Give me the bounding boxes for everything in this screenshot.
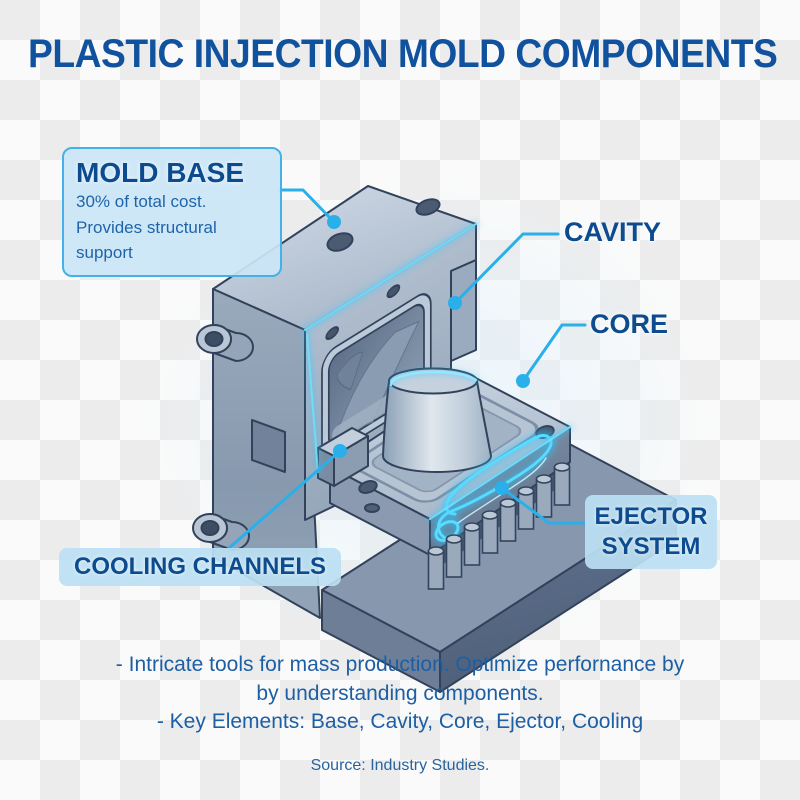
callout-mold-base: MOLD BASE 30% of total cost. Provides st… (62, 147, 282, 277)
ejector-pins (427, 462, 571, 590)
mold-base-detail-2: Provides structural support (76, 218, 217, 262)
footer-note-line-3: - Key Elements: Base, Cavity, Core, Ejec… (156, 710, 644, 733)
left-face-notch (251, 419, 286, 473)
cavity-step-face (450, 259, 477, 362)
mold-3d-body (192, 185, 677, 693)
leader-dot-cooling (333, 444, 347, 458)
core-label: CORE (590, 309, 669, 339)
core-cone (382, 367, 492, 473)
ejector-label-line-2: SYSTEM (601, 533, 701, 560)
leader-line-core (521, 323, 587, 383)
mold-base-detail-1: 30% of total cost. (76, 192, 207, 212)
plate-hole (364, 503, 380, 513)
leader-dot-mold-base (327, 215, 341, 229)
leader-lines (227, 188, 587, 550)
plate-hole (358, 480, 378, 494)
cavity-label: CAVITY (564, 217, 662, 247)
leader-dot-cavity (448, 296, 462, 310)
leader-dot-core (516, 374, 530, 388)
leader-dots (327, 215, 530, 495)
ejector-label-line-1: EJECTOR (594, 503, 708, 530)
ejector-system-label: EJECTOR SYSTEM (585, 495, 717, 569)
page-title: PLASTIC INJECTION MOLD COMPONENTS (28, 32, 778, 76)
rim-step-front (333, 435, 369, 487)
mounting-hole (326, 232, 354, 252)
guide-bushing-top (196, 324, 254, 362)
leader-line-mold-base (278, 188, 336, 224)
source-attribution: Source: Industry Studies. (310, 757, 490, 774)
mounting-hole (415, 198, 441, 216)
cooling-channels-label: COOLING CHANNELS (59, 548, 341, 586)
footer-notes: - Intricate tools for mass production. O… (0, 651, 800, 737)
leader-line-cooling (227, 449, 342, 550)
leader-line-cavity (453, 232, 560, 305)
guide-bushing-bottom (192, 513, 250, 551)
footer-note-line-2: by understanding components. (256, 681, 544, 705)
leader-line-ejector (500, 486, 587, 525)
mold-base-label: MOLD BASE (76, 157, 244, 188)
edge-glow-accents (302, 221, 573, 522)
footer-note-line-1: - Intricate tools for mass production. O… (115, 653, 685, 676)
leader-dot-ejector (495, 481, 509, 495)
cavity-pocket (321, 284, 432, 457)
